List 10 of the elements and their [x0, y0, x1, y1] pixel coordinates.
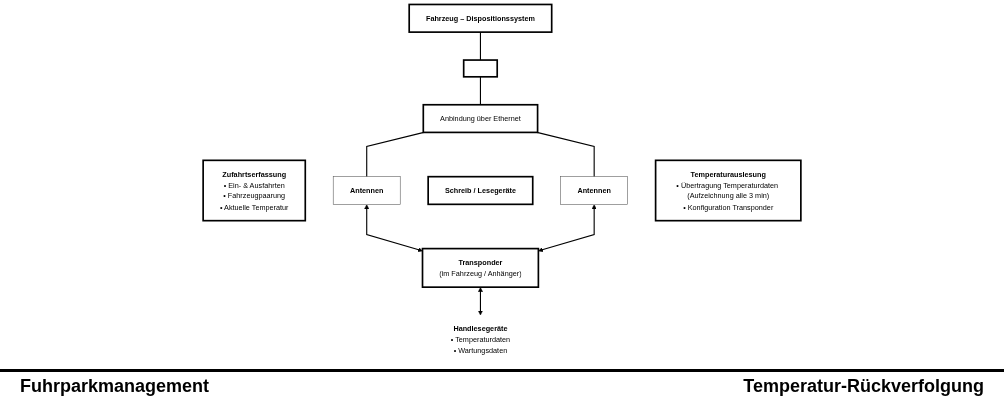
arrow: [538, 204, 597, 253]
section-heading: Temperatur-Rückverfolgung: [743, 376, 984, 397]
node-box: [462, 59, 499, 78]
connector: [479, 31, 481, 61]
connector: [479, 76, 481, 106]
arrow: [478, 287, 483, 316]
connector: [366, 131, 425, 178]
section-heading: Fuhrparkmanagement: [20, 376, 210, 397]
arrow: [364, 204, 423, 253]
connector: [536, 131, 595, 178]
